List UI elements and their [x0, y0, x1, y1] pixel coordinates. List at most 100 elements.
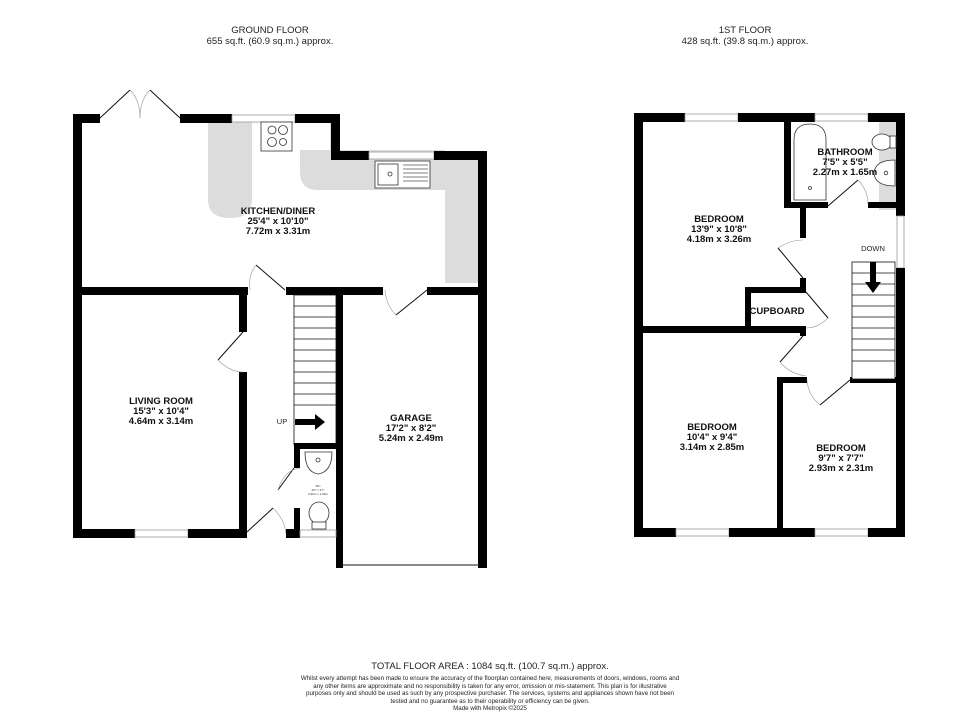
kitchen-metric: 7.72m x 3.31m	[246, 226, 310, 237]
wall	[73, 114, 100, 123]
window	[684, 113, 739, 122]
wall	[800, 278, 806, 288]
wall	[434, 151, 487, 160]
door	[395, 289, 428, 316]
bedroom-2-imperial: 10'4" x 9'4"	[687, 432, 738, 443]
garage-metric: 5.24m x 2.49m	[379, 433, 443, 444]
first-floor-plan: CUPBOARD DOWN BEDROOM 13'9" x 10'	[634, 113, 905, 537]
window	[814, 113, 869, 122]
kitchen-imperial: 25'4" x 10'10"	[247, 216, 308, 227]
wall	[745, 287, 751, 327]
wall	[729, 528, 815, 537]
wall	[331, 114, 340, 160]
door	[827, 179, 859, 207]
kitchen-label: KITCHEN/DINER	[241, 206, 316, 217]
wall	[73, 529, 135, 538]
stairs-up-arrow-icon	[295, 414, 325, 430]
wc-toilet	[308, 501, 330, 530]
total-floor-area: TOTAL FLOOR AREA : 1084 sq.ft. (100.7 sq…	[371, 661, 609, 672]
wall	[738, 113, 815, 122]
ground-floor-title: GROUND FLOOR	[231, 25, 309, 36]
door	[777, 247, 804, 279]
wall	[331, 151, 369, 160]
stairs-down-label: DOWN	[861, 244, 885, 253]
disclaimer: Whilst every attempt has been made to en…	[300, 675, 680, 705]
stairs-up-label: UP	[277, 417, 287, 426]
wall	[868, 113, 905, 122]
wall	[800, 208, 806, 238]
kitchen-sink	[374, 160, 431, 189]
window	[814, 528, 869, 537]
window	[299, 529, 337, 538]
bathroom-imperial: 7'5" x 5'5"	[822, 157, 867, 168]
window	[368, 151, 435, 160]
first-floor-area: 428 sq.ft. (39.8 sq.m.) approx.	[681, 36, 809, 47]
ground-floor-area: 655 sq.ft. (60.9 sq.m.) approx.	[206, 36, 334, 47]
front-door	[246, 507, 274, 533]
ground-floor-heading: GROUND FLOOR 655 sq.ft. (60.9 sq.m.) app…	[165, 25, 375, 47]
wall	[800, 326, 806, 336]
hob	[260, 121, 293, 152]
wall	[784, 113, 791, 208]
wall	[634, 113, 685, 122]
living-room-metric: 4.64m x 3.14m	[129, 416, 193, 427]
wall	[634, 528, 676, 537]
bedroom-1-imperial: 13'9" x 10'8"	[691, 224, 747, 235]
wall	[188, 529, 247, 538]
bath	[793, 123, 827, 201]
door	[779, 335, 804, 363]
french-door-right	[149, 89, 181, 119]
living-room-imperial: 15'3" x 10'4"	[133, 406, 189, 417]
wall	[634, 326, 806, 333]
wall	[286, 287, 336, 295]
wall	[343, 287, 383, 295]
door	[819, 379, 851, 406]
stairs-down-arrow-icon	[865, 262, 881, 293]
first-floor-title: 1ST FLOOR	[718, 25, 772, 36]
wc-basin	[304, 451, 333, 475]
bedroom-2-metric: 3.14m x 2.85m	[680, 442, 744, 453]
wall	[73, 114, 82, 538]
window	[896, 215, 905, 269]
wall	[294, 508, 300, 538]
wall	[336, 287, 343, 568]
french-door-left	[99, 89, 131, 119]
wall	[478, 560, 487, 568]
bedroom-1-label: BEDROOM	[694, 214, 744, 225]
kitchen-worktop-side	[445, 160, 478, 283]
wall	[294, 443, 300, 468]
wall	[73, 287, 248, 295]
wall	[294, 443, 343, 449]
wall	[286, 529, 300, 538]
bathroom-basin	[873, 159, 896, 187]
wall	[239, 287, 247, 332]
wall	[868, 528, 905, 537]
door	[217, 331, 244, 361]
garage-label: GARAGE	[390, 413, 432, 424]
wall	[868, 202, 905, 208]
wall	[745, 287, 806, 293]
bedroom-1-metric: 4.18m x 3.26m	[687, 234, 751, 245]
bathroom-metric: 2.27m x 1.65m	[813, 167, 877, 178]
wall	[239, 372, 247, 538]
door	[805, 291, 829, 319]
window	[231, 114, 296, 123]
bedroom-2-label: BEDROOM	[687, 422, 737, 433]
footer: TOTAL FLOOR AREA : 1084 sq.ft. (100.7 sq…	[300, 661, 680, 713]
bedroom-3-metric: 2.93m x 2.31m	[809, 463, 873, 474]
window	[675, 528, 730, 537]
window	[134, 529, 189, 538]
wall	[634, 113, 643, 537]
first-floor-heading: 1ST FLOOR 428 sq.ft. (39.8 sq.m.) approx…	[640, 25, 850, 47]
living-room-label: LIVING ROOM	[129, 396, 193, 407]
made-with-credit: Made with Metropix ©2025	[453, 705, 527, 713]
wc-imperial: 3'0" x 3'7"	[311, 488, 324, 492]
wall	[784, 202, 828, 208]
wall	[896, 113, 905, 216]
bedroom-3-imperial: 9'7" x 7'7"	[818, 453, 863, 464]
door	[277, 467, 295, 491]
wall	[295, 114, 340, 123]
bathroom-toilet	[871, 133, 897, 151]
bathroom-label: BATHROOM	[817, 147, 872, 158]
